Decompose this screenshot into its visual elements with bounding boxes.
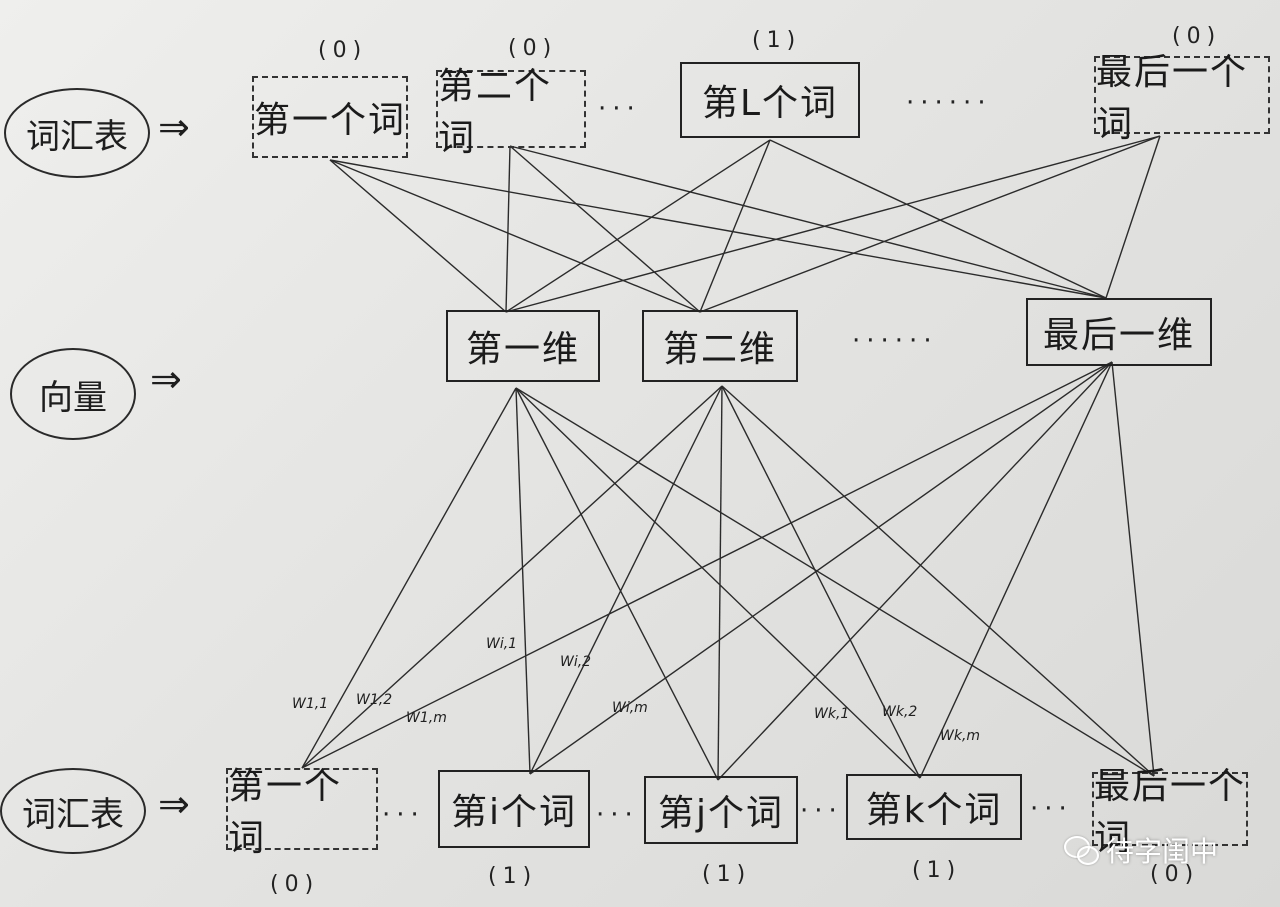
top-word-1-flag: (0)	[318, 38, 368, 63]
top-edge-2	[329, 159, 1107, 299]
bottom-word-1-flag: (0)	[270, 872, 320, 897]
bottom-edge-20	[721, 385, 921, 779]
bottom-edge-17	[301, 385, 723, 769]
bottom-word-last-flag: (0)	[1150, 862, 1200, 887]
top-word-l: 第L个词	[680, 62, 860, 138]
vocabulary-label-top: 词汇表	[4, 88, 150, 178]
top-word-l-flag: (1)	[752, 28, 802, 53]
bottom-edge-24	[717, 361, 1113, 781]
bottom-word-j-flag: (1)	[702, 862, 752, 887]
arrow-icon: ⇒	[158, 105, 190, 149]
wechat-icon	[1064, 836, 1099, 865]
bottom-word-j: 第j个词	[644, 776, 798, 844]
bottom-edge-13	[515, 387, 531, 775]
top-edge-3	[505, 145, 511, 313]
vocabulary-label-bottom: 词汇表	[0, 768, 146, 854]
top-ellipsis-2: ······	[906, 88, 992, 118]
top-edge-9	[505, 135, 1161, 313]
weight-label: W1,1	[292, 696, 329, 712]
bottom-ellipsis-4: ···	[1030, 794, 1073, 824]
bottom-edge-18	[529, 385, 723, 775]
bottom-word-k-flag: (1)	[912, 858, 962, 883]
bottom-edge-19	[717, 385, 723, 781]
bottom-edge-14	[515, 387, 719, 781]
top-edge-8	[769, 139, 1107, 299]
top-edge-4	[509, 145, 701, 313]
brand-label: 待字闺中	[1106, 835, 1219, 868]
top-word-2-flag: (0)	[508, 36, 558, 61]
vector-label: 向量	[10, 348, 136, 440]
top-word-1: 第一个词	[252, 76, 408, 158]
top-word-2: 第二个词	[436, 66, 586, 159]
weight-label: Wk,2	[882, 704, 918, 720]
weight-label: Wk,1	[814, 706, 850, 722]
bottom-word-k: 第k个词	[846, 774, 1022, 840]
top-ellipsis-1: ···	[598, 94, 641, 124]
bottom-edge-12	[301, 387, 517, 769]
middle-ellipsis: ······	[852, 326, 938, 356]
bottom-edge-22	[301, 361, 1113, 769]
top-edge-5	[509, 145, 1107, 299]
bottom-edge-26	[1111, 361, 1155, 777]
weight-label: Wi,m	[612, 700, 648, 716]
top-edge-0	[329, 159, 507, 313]
bottom-word-i: 第i个词	[438, 770, 590, 848]
top-word-last: 最后一个词	[1094, 52, 1270, 145]
bottom-edge-25	[919, 361, 1113, 779]
vector-dim-2: 第二维	[642, 310, 798, 382]
weight-label: W1,2	[356, 692, 393, 708]
vector-dim-last: 最后一维	[1026, 298, 1212, 366]
top-edge-10	[699, 135, 1161, 313]
top-edge-11	[1105, 135, 1161, 299]
bottom-edge-16	[515, 387, 1155, 777]
bottom-edge-15	[515, 387, 921, 779]
bottom-ellipsis-2: ···	[596, 800, 639, 830]
bottom-edge-23	[529, 361, 1113, 775]
vector-dim-1: 第一维	[446, 310, 600, 382]
bottom-word-i-flag: (1)	[488, 864, 538, 889]
bottom-word-1: 第一个词	[226, 766, 378, 859]
top-edge-7	[699, 139, 771, 313]
top-edge-1	[329, 159, 701, 313]
weight-label: Wi,2	[560, 654, 592, 670]
bottom-edge-21	[721, 385, 1155, 777]
weight-label: W1,m	[406, 710, 447, 726]
top-edge-6	[505, 139, 771, 313]
arrow-icon: ⇒	[150, 357, 182, 401]
weight-label: Wi,1	[486, 636, 518, 652]
bottom-ellipsis-1: ···	[382, 800, 425, 830]
arrow-icon: ⇒	[158, 782, 190, 826]
bottom-ellipsis-3: ···	[800, 796, 843, 826]
bottom-word-last: 最后一个词	[1092, 766, 1248, 859]
weight-label: Wk,m	[940, 728, 981, 744]
top-word-last-flag: (0)	[1172, 24, 1222, 49]
brand-watermark: 待字闺中	[1064, 830, 1218, 870]
